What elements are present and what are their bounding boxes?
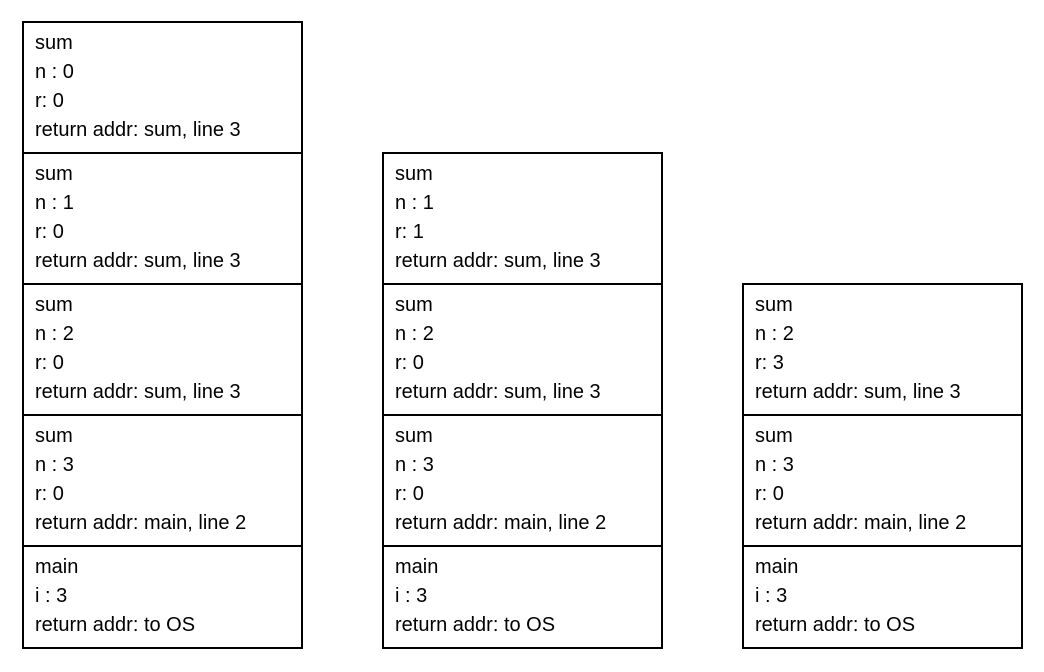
- frame-line: return addr: sum, line 3: [395, 250, 601, 272]
- stack-frame-sum: sum n : 1 r: 1 return addr: sum, line 3: [382, 152, 663, 285]
- frame-line: n : 3: [755, 454, 794, 476]
- frame-line: return addr: sum, line 3: [35, 119, 241, 141]
- frame-line: return addr: sum, line 3: [35, 250, 241, 272]
- frame-line: n : 2: [35, 323, 74, 345]
- frame-line: r: 0: [395, 352, 424, 374]
- frame-line: return addr: main, line 2: [395, 512, 607, 534]
- stack-snapshot-3: sum n : 2 r: 3 return addr: sum, line 3 sum n…: [742, 283, 1023, 649]
- frame-line: return addr: to OS: [755, 614, 916, 636]
- stack-snapshot-2: sum n : 1 r: 1 return addr: sum, line 3 sum n…: [382, 152, 663, 649]
- frame-line: n : 2: [755, 323, 794, 345]
- stack-frame-sum: sum n : 2 r: 0 return addr: sum, line 3: [382, 283, 663, 416]
- frame-line: n : 3: [395, 454, 434, 476]
- frame-line: sum: [395, 294, 433, 316]
- frame-line: i : 3: [755, 585, 788, 607]
- frame-line: return addr: sum, line 3: [395, 381, 601, 403]
- frame-line: i : 3: [35, 585, 68, 607]
- stack-frame-sum: sum n : 3 r: 0 return addr: main, line 2: [742, 414, 1023, 547]
- frame-line: main: [755, 556, 799, 578]
- stack-frame-main: main i : 3 return addr: to OS: [22, 545, 303, 649]
- stack-frame-sum: sum n : 3 r: 0 return addr: main, line 2: [382, 414, 663, 547]
- frame-line: sum: [35, 163, 73, 185]
- stack-frame-sum: sum n : 2 r: 3 return addr: sum, line 3: [742, 283, 1023, 416]
- stack-snapshot-1: sum n : 0 r: 0 return addr: sum, line 3 sum n…: [22, 21, 303, 649]
- frame-line: n : 3: [35, 454, 74, 476]
- frame-line: r: 0: [35, 221, 64, 243]
- frame-line: sum: [755, 294, 793, 316]
- call-stack-diagram: sum n : 0 r: 0 return addr: sum, line 3 sum n…: [22, 0, 1023, 649]
- stack-frame-main: main i : 3 return addr: to OS: [742, 545, 1023, 649]
- frame-line: r: 1: [395, 221, 424, 243]
- stack-frame-sum: sum n : 0 r: 0 return addr: sum, line 3: [22, 21, 303, 154]
- frame-line: sum: [395, 425, 433, 447]
- frame-line: return addr: sum, line 3: [755, 381, 961, 403]
- frame-line: main: [35, 556, 79, 578]
- frame-line: return addr: main, line 2: [755, 512, 967, 534]
- frame-line: r: 0: [35, 483, 64, 505]
- frame-line: sum: [35, 32, 73, 54]
- frame-line: return addr: sum, line 3: [35, 381, 241, 403]
- frame-line: r: 0: [35, 352, 64, 374]
- frame-line: n : 1: [35, 192, 74, 214]
- frame-line: return addr: to OS: [395, 614, 556, 636]
- frame-line: r: 3: [755, 352, 784, 374]
- frame-line: return addr: to OS: [35, 614, 196, 636]
- frame-line: sum: [755, 425, 793, 447]
- stack-frame-sum: sum n : 3 r: 0 return addr: main, line 2: [22, 414, 303, 547]
- frame-line: return addr: main, line 2: [35, 512, 247, 534]
- frame-line: main: [395, 556, 439, 578]
- frame-line: i : 3: [395, 585, 428, 607]
- frame-line: n : 1: [395, 192, 434, 214]
- frame-line: r: 0: [755, 483, 784, 505]
- frame-line: r: 0: [35, 90, 64, 112]
- frame-line: r: 0: [395, 483, 424, 505]
- frame-line: sum: [35, 294, 73, 316]
- stack-frame-sum: sum n : 1 r: 0 return addr: sum, line 3: [22, 152, 303, 285]
- frame-line: n : 0: [35, 61, 74, 83]
- stack-frame-sum: sum n : 2 r: 0 return addr: sum, line 3: [22, 283, 303, 416]
- stack-frame-main: main i : 3 return addr: to OS: [382, 545, 663, 649]
- frame-line: n : 2: [395, 323, 434, 345]
- frame-line: sum: [35, 425, 73, 447]
- frame-line: sum: [395, 163, 433, 185]
